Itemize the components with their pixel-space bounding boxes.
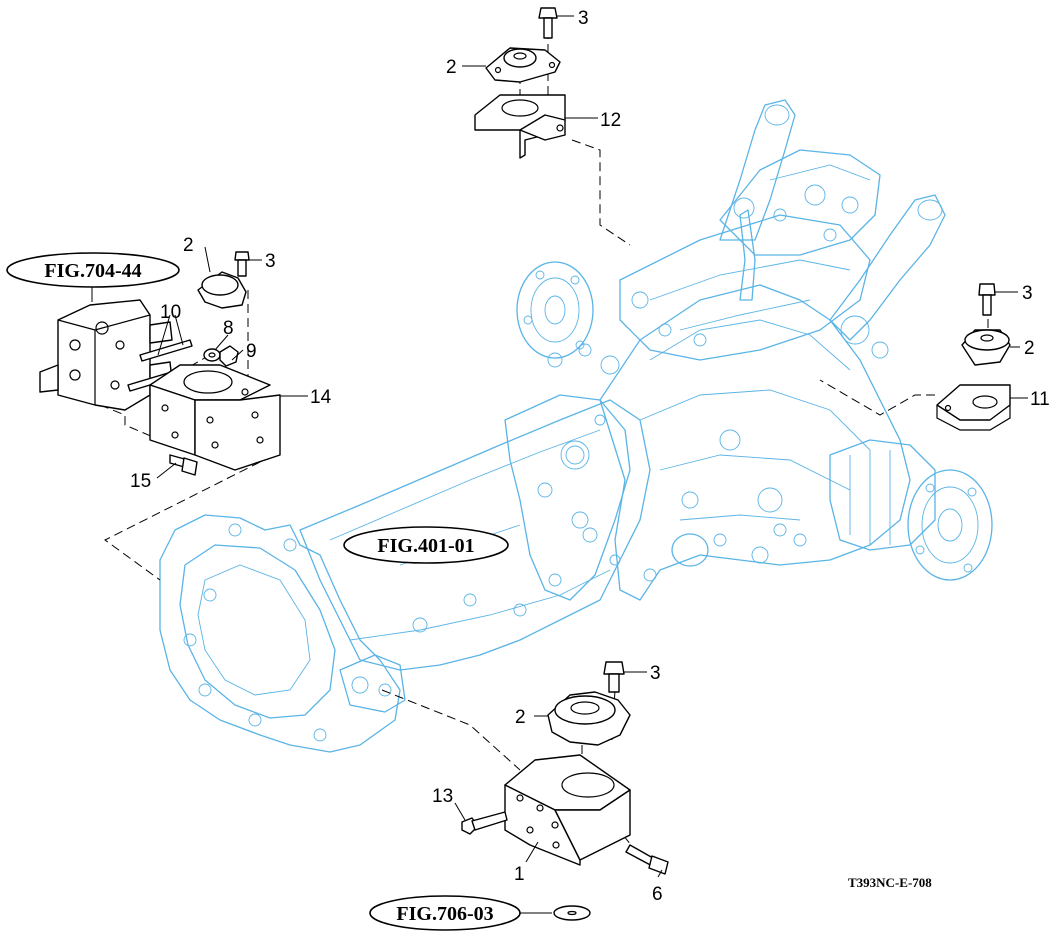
callout-numbers: 3 2 12 2 3 10 8 9 14 15 3 2 11 3 2 13 1 … bbox=[130, 8, 1050, 905]
callout-1: 1 bbox=[514, 864, 525, 885]
figure-reference-706-03[interactable]: FIG.706-03 bbox=[369, 895, 521, 931]
callout-9: 9 bbox=[246, 341, 257, 362]
callout-3: 3 bbox=[578, 8, 589, 29]
callout-2: 2 bbox=[1024, 338, 1035, 359]
left-mount-group bbox=[39, 251, 281, 476]
drawing-code: T393NC-E-708 bbox=[848, 875, 932, 890]
callout-11: 11 bbox=[1030, 389, 1050, 410]
fig-401-01-label: FIG.401-01 bbox=[377, 535, 474, 557]
callout-2: 2 bbox=[515, 707, 526, 728]
figure-reference-704-44[interactable]: FIG.704-44 bbox=[6, 252, 180, 288]
callout-10: 10 bbox=[160, 302, 181, 323]
leader-lines bbox=[91, 15, 1028, 914]
callout-12: 12 bbox=[600, 110, 621, 131]
fig-706-03-label: FIG.706-03 bbox=[396, 903, 493, 925]
fig-704-44-label: FIG.704-44 bbox=[44, 260, 141, 282]
callout-6: 6 bbox=[652, 884, 663, 905]
callout-8: 8 bbox=[223, 318, 234, 339]
callout-15: 15 bbox=[130, 471, 151, 492]
bottom-mount-group bbox=[461, 661, 669, 921]
callout-14: 14 bbox=[310, 387, 332, 408]
callout-13: 13 bbox=[432, 786, 453, 807]
right-mount-group bbox=[936, 283, 1011, 431]
figure-reference-401-01[interactable]: FIG.401-01 bbox=[343, 526, 509, 564]
top-mount-group bbox=[474, 7, 566, 159]
callout-2: 2 bbox=[446, 57, 457, 78]
callout-3: 3 bbox=[1022, 283, 1033, 304]
callout-3: 3 bbox=[265, 251, 276, 272]
transmission-assembly bbox=[159, 99, 993, 753]
callout-2: 2 bbox=[183, 235, 194, 256]
callout-3: 3 bbox=[650, 663, 661, 684]
